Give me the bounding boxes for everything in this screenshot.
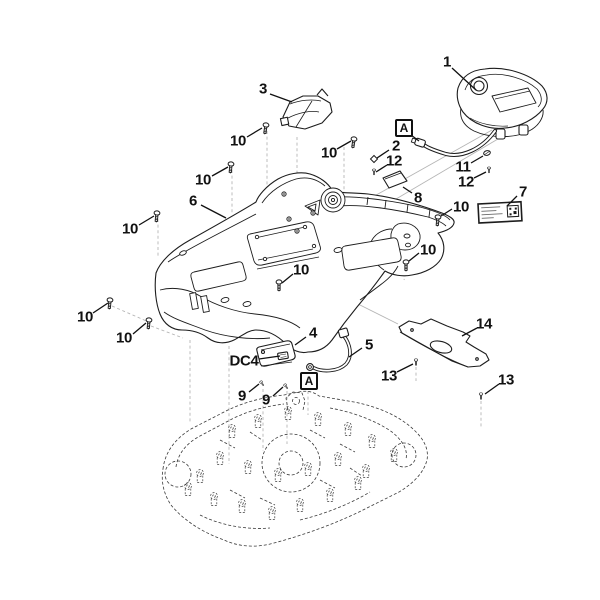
part-1-cable [422, 129, 497, 157]
callout-part-2: 2 [391, 137, 401, 155]
callout-screw-10-b: 10 [320, 144, 338, 162]
callout-part-11: 11 [455, 158, 471, 176]
callout-screw-10-g: 10 [292, 261, 310, 279]
callout-screw-10-i: 10 [419, 241, 437, 259]
callout-part-4: 4 [308, 324, 318, 342]
callout-screw-12-a: 12 [385, 152, 403, 170]
part-4-connector-plate [256, 340, 296, 367]
callout-part-5: 5 [364, 336, 374, 354]
part-3-cover-bracket [279, 88, 333, 130]
callout-screw-10-c: 10 [194, 171, 212, 189]
callout-part-6: 6 [188, 192, 198, 210]
deck-screw-holes [281, 191, 316, 234]
part-1-control-panel [456, 67, 548, 140]
marker-a-bottom: A [300, 372, 318, 390]
callout-screw-10-d: 10 [121, 220, 139, 238]
part-5-cable [306, 327, 352, 373]
callout-screw-12-b: 12 [457, 173, 475, 191]
callout-part-14: 14 [475, 315, 493, 333]
callout-screw-9-a: 9 [237, 387, 247, 405]
callout-part-7: 7 [518, 183, 528, 201]
part-6-housing [154, 172, 455, 354]
callout-screw-10-a: 10 [229, 132, 247, 150]
callout-dc4: DC4 [229, 352, 259, 370]
callout-screw-10-e: 10 [76, 308, 94, 326]
screws-9 [258, 380, 290, 391]
part-12-screw-right [487, 166, 491, 174]
callout-screw-13-a: 13 [380, 367, 398, 385]
qr-code [506, 204, 520, 218]
part-7-rating-label [477, 200, 523, 224]
callout-screw-9-b: 9 [261, 391, 271, 409]
part-8-plate [382, 170, 408, 189]
part-12-screw-upper [372, 168, 376, 176]
marker-a-top: A [395, 119, 413, 137]
callout-part-1: 1 [442, 53, 452, 71]
chassis-ghost [161, 390, 428, 547]
leader-lines [92, 67, 518, 397]
callout-screw-10-h: 10 [452, 198, 470, 216]
cable-connector-a-top [410, 137, 426, 148]
part-2-washer [369, 154, 379, 164]
callout-screw-10-f: 10 [115, 329, 133, 347]
callout-part-8: 8 [413, 189, 423, 207]
callout-part-3: 3 [258, 80, 268, 98]
callout-screw-13-b: 13 [497, 371, 515, 389]
part-14-cover-plate [398, 318, 490, 368]
part-11-cap [483, 150, 491, 156]
